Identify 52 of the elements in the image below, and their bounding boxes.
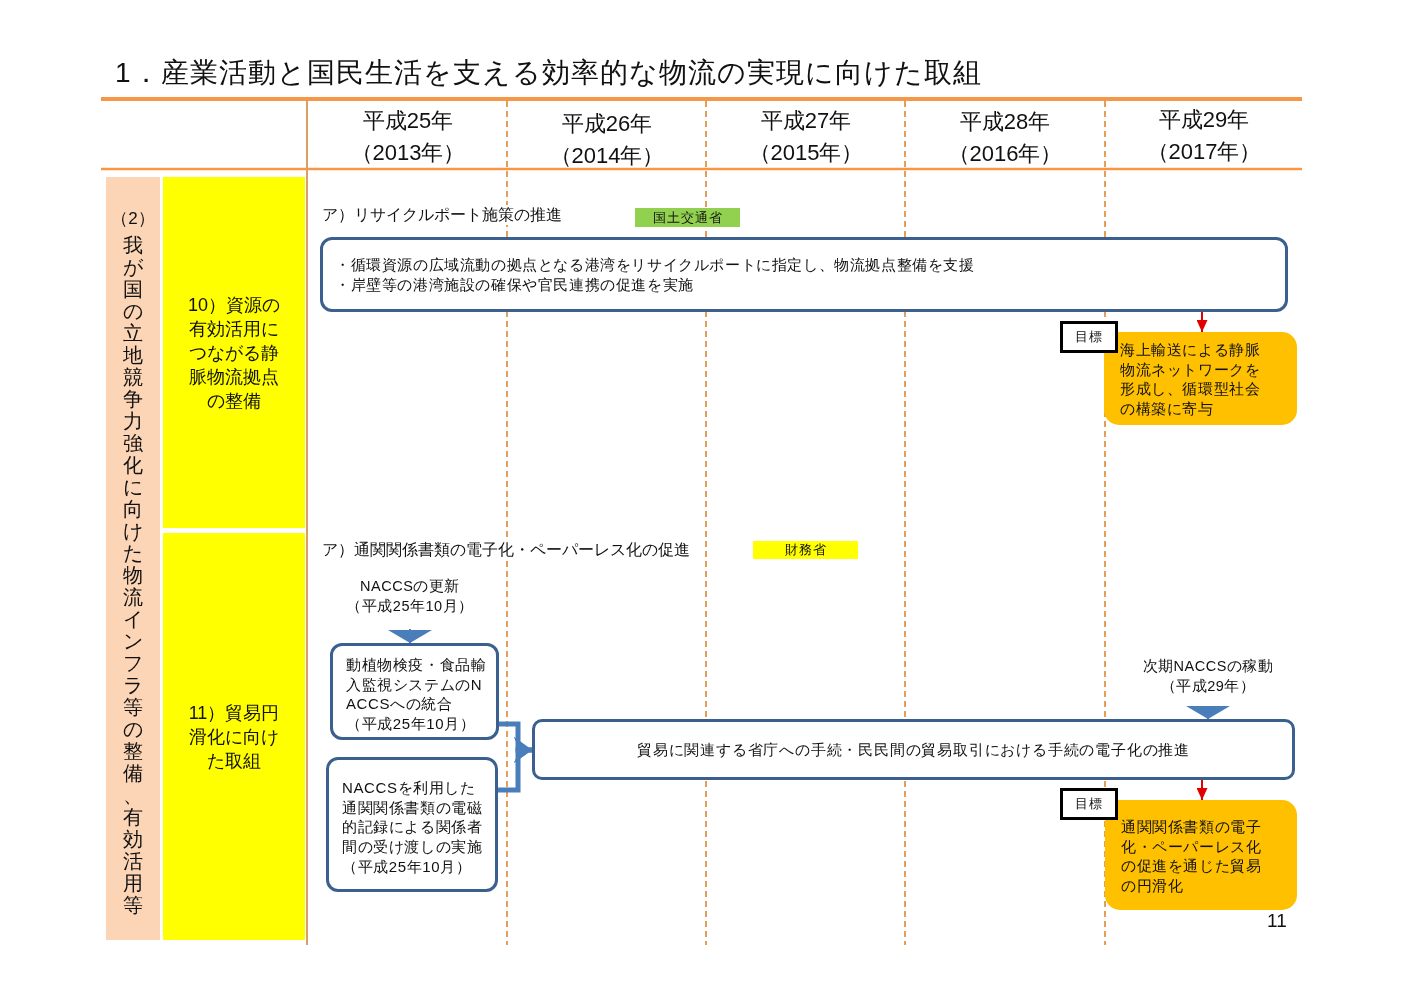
page-number: 11 <box>1267 910 1287 932</box>
arrow <box>1196 779 1208 801</box>
bullet-text: ・岸壁等の港湾施設の確保や官民連携の促進を実施 <box>335 276 694 295</box>
goal-tag-label: 目標 <box>1075 796 1103 812</box>
topic-text: 11）貿易円滑化に向けた取組 <box>187 701 281 773</box>
chevron-arrow <box>388 628 432 644</box>
western-year-header: （2014年） <box>549 142 665 170</box>
bracket-arrow <box>498 737 532 793</box>
measure-text: 動植物検疫・食品輸入監視システムのNACCSへの統合 <box>346 655 488 715</box>
topic-text: 10）資源の有効活用につながる静脈物流拠点の整備 <box>187 293 281 413</box>
western-year-header: （2015年） <box>748 139 864 167</box>
milestone-date: （平成25年10月） <box>346 597 474 616</box>
measure-box <box>532 719 1295 780</box>
western-year-header: （2017年） <box>1146 138 1262 166</box>
era-year-header: 平成27年 <box>760 107 852 135</box>
era-year-header: 平成28年 <box>959 108 1051 136</box>
ministry-tag <box>635 208 740 227</box>
milestone-text: NACCSの更新 <box>360 577 460 596</box>
topic-box <box>163 177 305 528</box>
category-band <box>106 177 160 940</box>
measure-box <box>326 757 498 892</box>
western-year-header: （2016年） <box>947 140 1063 168</box>
measure-text: NACCSを利用した通関関係書類の電磁的記録による関係者間の受け渡しの実施（平成25年10月） <box>342 778 484 877</box>
bullet-text: ・循環資源の広域流動の拠点となる港湾をリサイクルポートに指定し、物流拠点整備を支援 <box>335 256 975 275</box>
chevron-arrow <box>1186 705 1230 720</box>
section-heading: ア）通関関係書類の電子化・ペーパーレス化の促進 <box>320 540 692 560</box>
goal-text: 海上輸送による静脈物流ネットワークを形成し、循環型社会の構築に寄与 <box>1120 340 1262 419</box>
goal-text: 通関関係書類の電子化・ペーパーレス化の促進を通じた貿易の円滑化 <box>1121 817 1263 896</box>
vertical-heading: 我が国の立地競争力強化に向けた物流インフラ等の整備、有効活用等 <box>123 234 143 916</box>
page-title: 1．産業活動と国民生活を支える効率的な物流の実現に向けた取組 <box>115 56 982 90</box>
milestone-date: （平成29年） <box>1160 677 1256 696</box>
section-heading: ア）リサイクルポート施策の推進 <box>320 205 564 225</box>
ministry-name: 財務省 <box>784 542 827 558</box>
measure-text: 貿易に関連する省庁への手続・民民間の貿易取引における手続の電子化の推進 <box>637 739 1190 760</box>
western-year-header: （2013年） <box>350 139 466 167</box>
era-year-header: 平成26年 <box>561 110 653 138</box>
ministry-tag <box>753 541 858 559</box>
era-year-header: 平成25年 <box>362 107 454 135</box>
section-number: （2） <box>111 208 155 230</box>
goal-box <box>1104 332 1297 425</box>
measure-date: （平成25年10月） <box>346 714 476 734</box>
measure-box <box>320 237 1288 312</box>
goal-tag-label: 目標 <box>1075 329 1103 345</box>
measure-box <box>330 643 499 740</box>
goal-tag <box>1060 788 1118 820</box>
era-year-header: 平成29年 <box>1158 106 1250 134</box>
goal-box <box>1105 800 1297 910</box>
arrow <box>1196 311 1208 333</box>
milestone-text: 次期NACCSの稼動 <box>1142 657 1274 676</box>
goal-tag <box>1060 321 1118 353</box>
topic-box <box>163 533 305 940</box>
ministry-name: 国土交通省 <box>652 209 723 226</box>
